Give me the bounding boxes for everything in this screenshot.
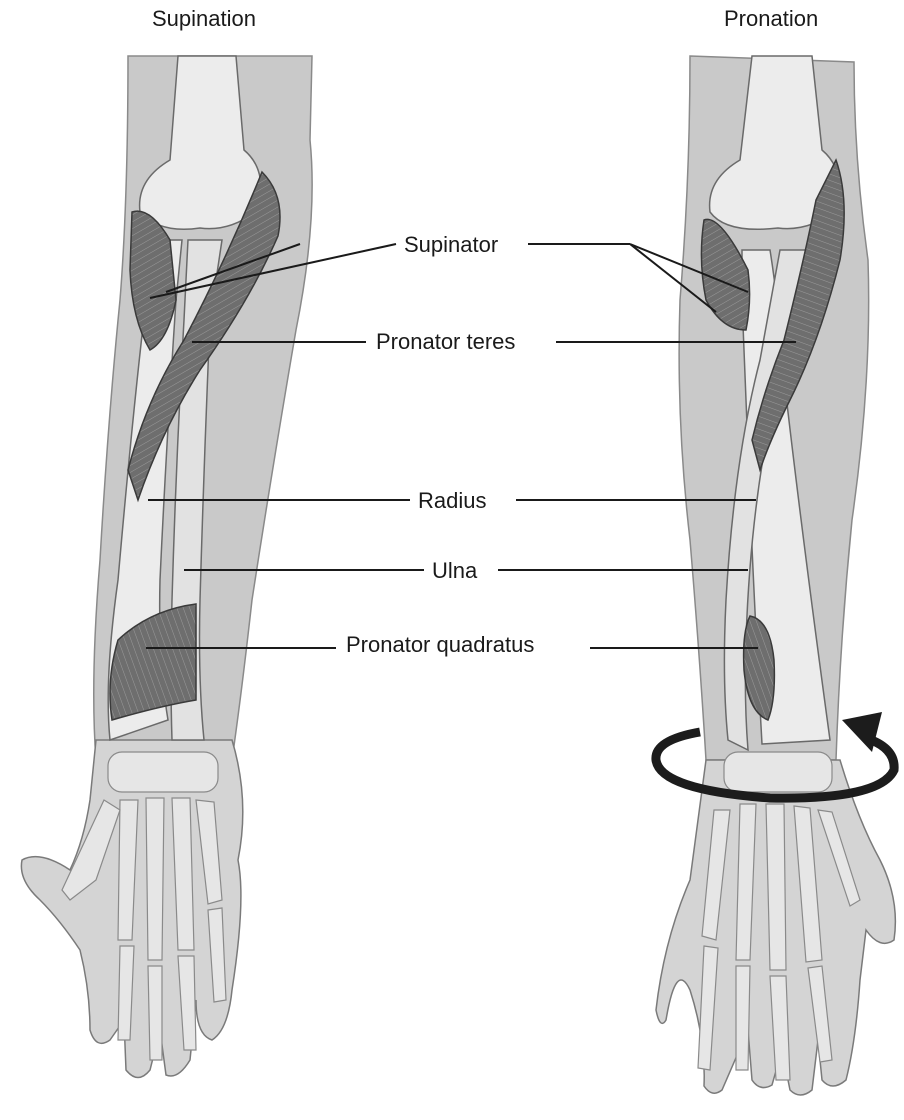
pronator-teres-label: Pronator teres (370, 329, 522, 355)
pronation-hand-bones (697, 751, 861, 1081)
supination-pronator-quadratus-muscle (109, 603, 197, 721)
supination-title: Supination (152, 6, 256, 31)
pronation-rotation-arrow-icon (651, 712, 899, 803)
pronator-quadratus-label: Pronator quadratus (340, 632, 541, 658)
ulna-label: Ulna (426, 558, 484, 584)
pronation-arm (498, 55, 899, 1096)
pronation-pronator-teres-muscle (751, 158, 845, 473)
pronation-pronator-quadratus-muscle (742, 615, 776, 721)
pronation-title: Pronation (724, 6, 819, 31)
supination-radius-bone (107, 239, 183, 742)
supination-supinator-muscle (129, 210, 177, 352)
supination-arm (20, 55, 424, 1079)
supinator-label: Supinator (398, 232, 505, 258)
supination-pronator-teres-muscle (127, 170, 281, 503)
pronation-leader-lines (498, 243, 796, 649)
supination-hand-bones (61, 751, 227, 1061)
supination-leader-lines (146, 243, 424, 649)
radius-label: Radius (412, 488, 493, 514)
